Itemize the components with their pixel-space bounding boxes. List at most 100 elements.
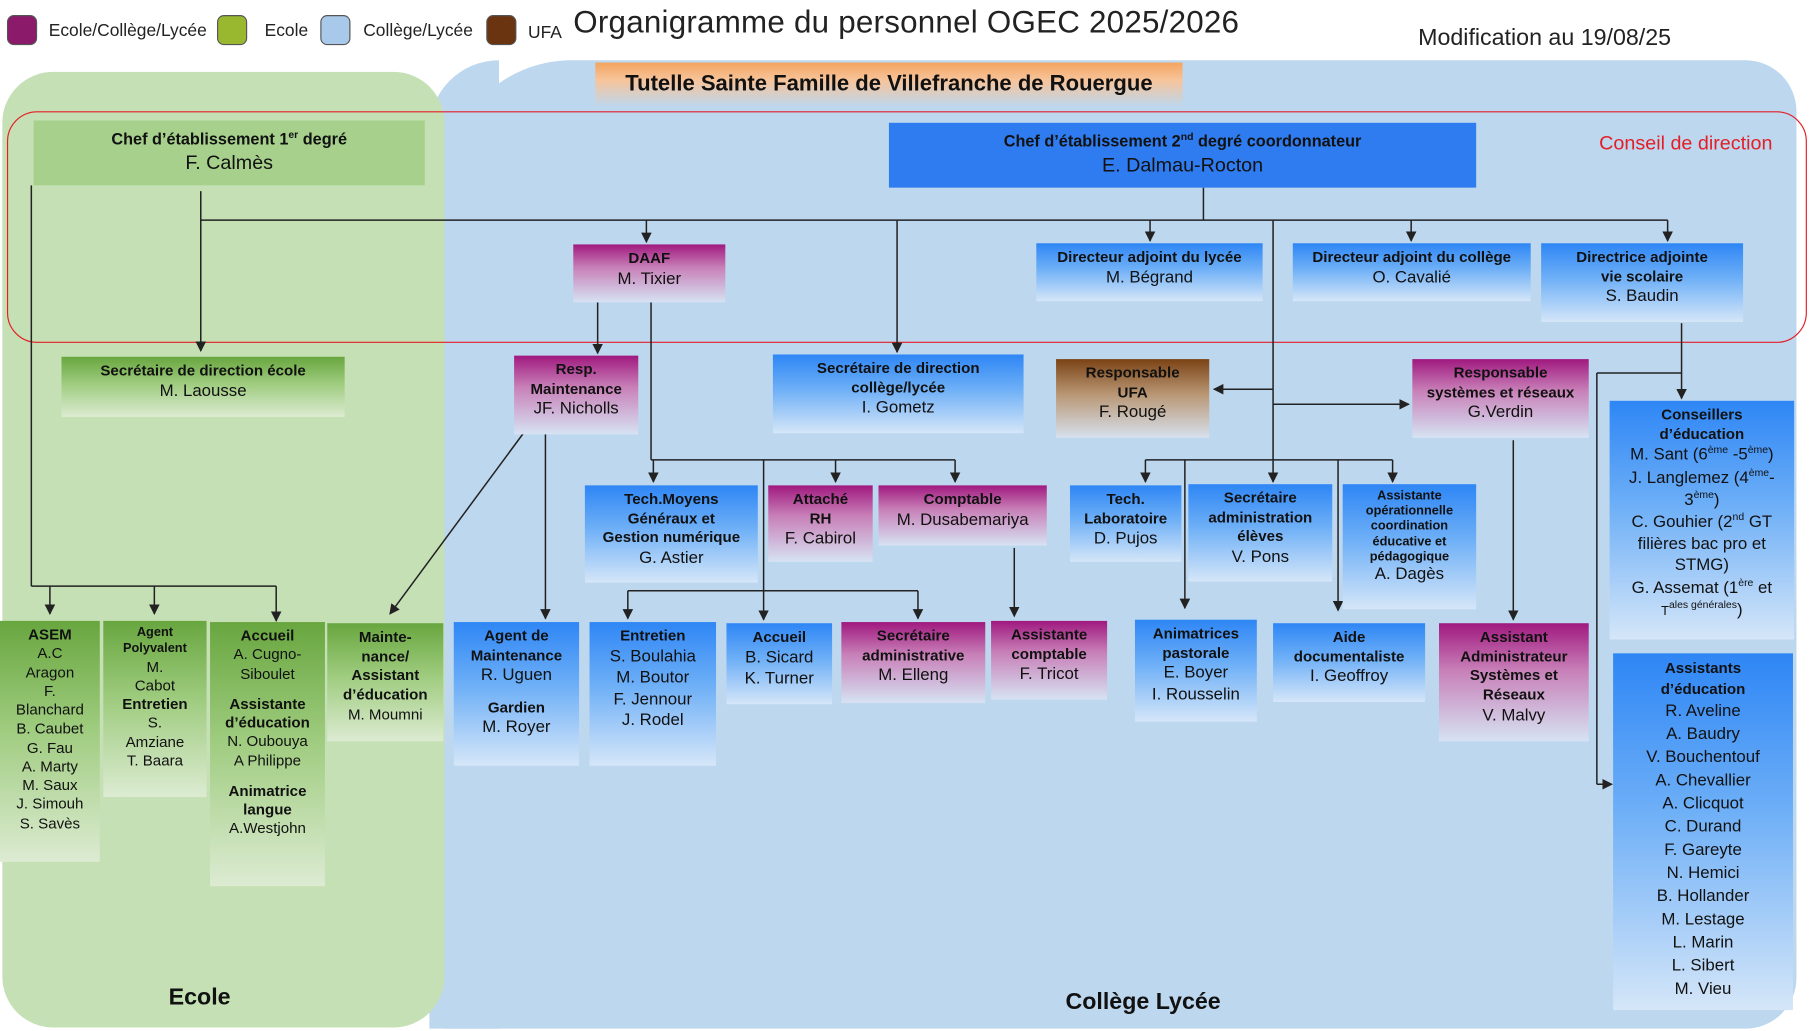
cons-edu-sup-4: ème [1693, 488, 1714, 501]
chef2-title-sup: nd [1180, 130, 1194, 143]
cons-edu-sup-7: ales générales [1668, 599, 1737, 611]
assist-comptable-title2: comptable [1011, 644, 1087, 663]
page-title: Organigramme du personnel OGEC 2025/2026 [573, 4, 1240, 40]
asem-name-10: S. Savès [19, 813, 81, 832]
cons-edu-sant: M. Sant (6 [1630, 446, 1708, 465]
assist-op-name: A. Dagès [1374, 565, 1445, 584]
assist-edu-name-3: V. Bouchentouf [1646, 748, 1760, 767]
sec-administrative-name: M. Elleng [878, 666, 949, 685]
entretien-name-1: S. Boulahia [609, 647, 696, 666]
box-secretaire-administrative: Secrétaire administrative M. Elleng [841, 622, 986, 704]
box-agent-polyvalent: Agent Polyvalent M. Cabot Entretien S. A… [103, 620, 207, 797]
sec-administrative-title2: administrative [862, 645, 965, 664]
attache-title2: RH [809, 509, 832, 527]
maint-assist-title1: Mainte- [358, 627, 412, 646]
assist-admin-sys-title4: Réseaux [1482, 685, 1545, 704]
cons-edu-title2: d’éducation [1659, 424, 1745, 443]
cons-edu-langlemez-d: ) [1713, 490, 1720, 510]
accueil-ecole-title3b: langue [243, 800, 292, 818]
legend-label-ecole-college-lycee: Ecole/Collège/Lycée [48, 20, 207, 41]
chef2-title-end: degré coordonnateur [1193, 131, 1362, 151]
sec-dir-title2: collège/lycée [851, 378, 946, 396]
box-comptable: Comptable M. Dusabemariya [878, 485, 1047, 546]
assist-edu-title2: d’éducation [1660, 679, 1746, 698]
box-chef-etablissement-1er-degre: Chef d’établissement 1er degré F. Calmès [33, 120, 425, 186]
cons-edu-sup-1: ème [1707, 443, 1729, 456]
tech-moyens-title1: Tech.Moyens [624, 490, 719, 508]
assist-edu-name-9: B. Hollander [1656, 887, 1750, 906]
resp-maint-title1: Resp. [555, 360, 597, 378]
tech-moyens-title2: Généraux et [627, 509, 715, 527]
sec-dir-title1: Secrétaire de direction [816, 359, 980, 377]
daaf-title: DAAF [628, 249, 671, 267]
box-conseillers-education: Conseillers d’éducation M. Sant (6ème -5… [1609, 400, 1795, 640]
accueil-ecole-name5: A.Westjohn [229, 819, 306, 837]
cons-edu-langlemez-b: - [1769, 468, 1775, 488]
animatrices-title1: Animatrices [1152, 624, 1240, 642]
box-agent-maintenance: Agent de Maintenance R. Uguen Gardien M.… [453, 622, 580, 766]
maint-assist-name: M. Moumni [347, 704, 423, 723]
sec-admin-title2: administration [1208, 508, 1313, 526]
accueil-name-1: B. Sicard [745, 648, 814, 667]
cons-edu-assemat-d: ) [1736, 601, 1743, 620]
accueil-ecole-title2a: Assistante [229, 694, 306, 713]
accueil-ecole-name3: N. Oubouya [227, 732, 308, 750]
box-assistante-operationnelle: Assistante opérationnelle coordination é… [1342, 484, 1477, 610]
update-date: Modification au 19/08/25 [1418, 25, 1672, 51]
cons-edu-langlemez: J. Langlemez (4 [1629, 468, 1749, 488]
legend-label-college-lycee: Collège/Lycée [363, 20, 473, 41]
sec-admin-title3: élèves [1237, 527, 1284, 545]
assist-edu-name-13: M. Vieu [1674, 979, 1732, 999]
agent-poly-name3: S. [147, 713, 163, 732]
entretien-title: Entretien [620, 626, 686, 645]
asem-name-2: Aragon [25, 663, 75, 681]
aide-doc-title2: documentaliste [1293, 647, 1405, 665]
maint-assist-title4: d’éducation [342, 685, 428, 704]
resp-sys-title1: Responsable [1453, 363, 1548, 382]
resp-ufa-title2: UFA [1117, 382, 1148, 401]
chef1-title-sup: er [288, 128, 299, 141]
assist-edu-name-1: R. Aveline [1665, 701, 1741, 721]
box-responsable-ufa: Responsable UFA F. Rougé [1056, 359, 1210, 438]
assist-edu-name-10: M. Lestage [1661, 910, 1745, 929]
accueil-ecole-name4: A Philippe [233, 751, 302, 769]
legend-swatch-ecole [217, 15, 248, 46]
animatrices-title2: pastorale [1162, 643, 1230, 662]
cons-edu-sup-5: nd [1732, 511, 1745, 523]
box-entretien: Entretien S. Boulahia M. Boutor F. Jenno… [589, 622, 717, 766]
accueil-ecole-name2: Siboulet [240, 664, 295, 682]
assist-edu-name-12: L. Sibert [1671, 956, 1735, 976]
assist-edu-name-4: A. Chevallier [1655, 771, 1751, 790]
sec-administrative-title1: Secrétaire [876, 626, 950, 645]
cons-edu-gouhier-b: GT [1744, 513, 1773, 532]
animatrices-name-1: E. Boyer [1163, 664, 1229, 683]
legend-swatch-ufa [486, 15, 517, 46]
entretien-name-3: F. Jennour [613, 690, 693, 709]
legend-label-ecole: Ecole [264, 20, 309, 41]
box-animatrices-pastorale: Animatrices pastorale E. Boyer I. Rousse… [1134, 619, 1257, 722]
box-daaf: DAAF M. Tixier [573, 244, 726, 303]
assist-op-title1: Assistante [1377, 488, 1442, 503]
chef2-name: E. Dalmau-Rocton [1101, 153, 1264, 176]
box-secretaire-direction-ecole: Secrétaire de direction école M. Laousse [61, 356, 345, 418]
dir-lycee-name: M. Bégrand [1105, 268, 1193, 287]
resp-maint-title2: Maintenance [530, 379, 622, 397]
aide-doc-title1: Aide [1332, 627, 1366, 646]
sec-admin-title1: Secrétaire [1223, 488, 1297, 507]
cons-edu-gouhier-c: filières bac pro et [1637, 534, 1766, 554]
entretien-name-4: J. Rodel [621, 711, 684, 731]
cons-edu-assemat-c: T [1661, 604, 1669, 619]
dir-vie-title2: vie scolaire [1601, 267, 1684, 285]
cons-edu-langlemez-c: 3 [1684, 490, 1694, 510]
assist-op-title5: pédagogique [1369, 549, 1450, 564]
dir-college-name: O. Cavalié [1372, 268, 1452, 287]
box-directeur-adjoint-college: Directeur adjoint du collège O. Cavalié [1292, 243, 1531, 302]
tech-labo-name: D. Pujos [1093, 529, 1158, 549]
legend-swatch-ecole-college-lycee [6, 15, 38, 46]
box-asem: ASEM A.C Aragon F. Blanchard B. Caubet G… [0, 620, 100, 862]
asem-name-7: A. Marty [21, 757, 78, 775]
assist-admin-sys-title3: Systèmes et [1469, 666, 1558, 684]
animatrices-name-2: I. Rousselin [1151, 685, 1240, 705]
dir-vie-name: S. Baudin [1605, 287, 1679, 307]
asem-name-3: F. [44, 682, 56, 700]
